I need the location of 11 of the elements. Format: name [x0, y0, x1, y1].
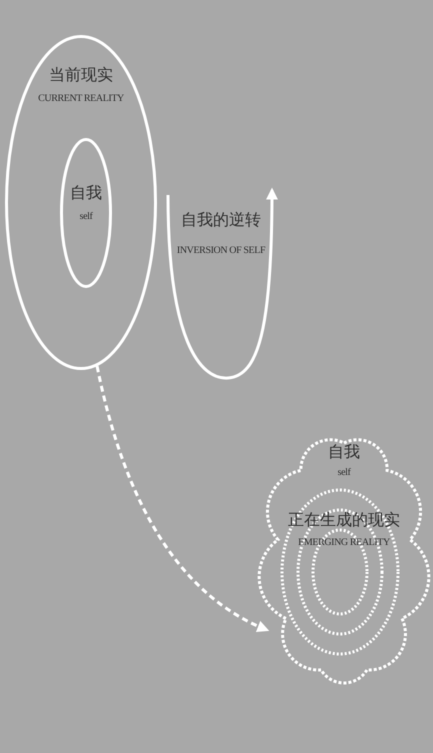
- ellipse-shape: [60, 138, 112, 288]
- node-title: 自我: [69, 183, 103, 204]
- node-title: 自我: [327, 442, 361, 463]
- arrow-label: 自我的逆转: [180, 210, 262, 231]
- dashed-arrow: [96, 366, 270, 632]
- node-title: 当前现实: [48, 65, 114, 86]
- node-subtitle: self: [336, 467, 352, 478]
- node-subtitle: CURRENT REALITY: [37, 93, 125, 104]
- arrow-label: INVERSION OF SELF: [176, 245, 266, 256]
- node-subtitle: self: [78, 211, 94, 222]
- ellipse-shape: [5, 35, 157, 370]
